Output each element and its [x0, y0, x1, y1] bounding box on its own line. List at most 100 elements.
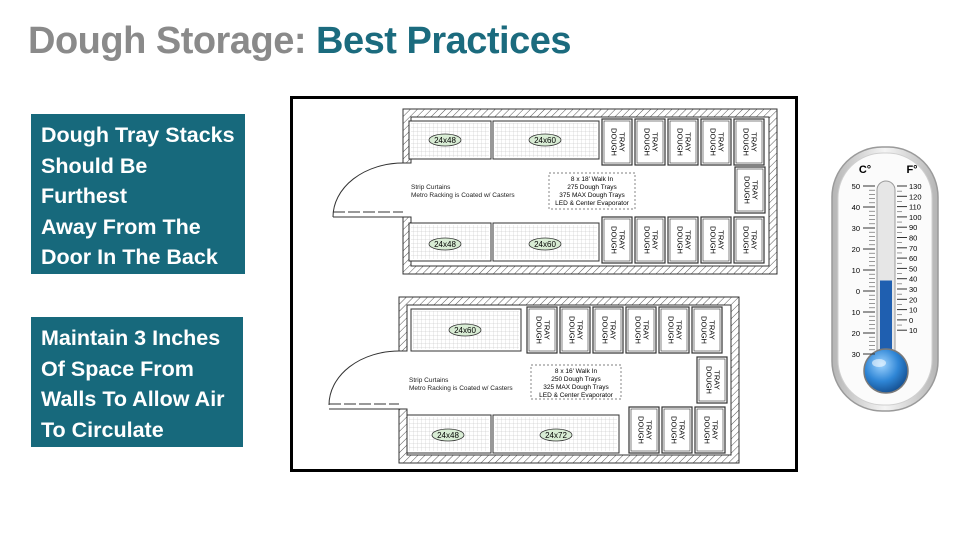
fahrenheit-tick-label: 90 — [909, 223, 917, 232]
title-prefix: Dough Storage: — [28, 20, 317, 62]
tray-label-line2: TRAY — [711, 420, 720, 439]
callout-line: Maintain 3 Inches — [41, 326, 221, 350]
title-highlight: Best Practices — [316, 20, 571, 62]
upper-walls — [402, 108, 778, 275]
tray-label-line1: DOUGH — [643, 128, 652, 156]
callout-line: Away From The — [41, 214, 201, 239]
celsius-tick-label: 20 — [852, 329, 860, 338]
tray-label-line2: TRAY — [678, 420, 687, 439]
rack-size-label: 24x60 — [454, 326, 476, 335]
tray-label-line2: TRAY — [713, 370, 722, 389]
walk-in-floor-plan: 24x48 24x60 24x48 24x60 Strip Curtains M… — [290, 96, 798, 472]
callout-air-spacing: Maintain 3 Inches Of Space From Walls To… — [31, 317, 243, 447]
max-tray-count: 325 MAX Dough Trays — [543, 384, 609, 391]
fahrenheit-tick-label: 60 — [909, 254, 917, 263]
tray-label-line1: DOUGH — [637, 416, 646, 444]
tray-label-line1: DOUGH — [670, 416, 679, 444]
tray-label-line2: TRAY — [717, 230, 726, 249]
tray-label-line1: DOUGH — [676, 128, 685, 156]
tray-label-line2: TRAY — [717, 132, 726, 151]
celsius-tick-label: 20 — [852, 245, 860, 254]
rack-tag — [431, 428, 465, 442]
tray-label-line1: DOUGH — [709, 226, 718, 254]
tray-label-line2: TRAY — [645, 420, 654, 439]
tray-label-line2: TRAY — [576, 320, 585, 339]
callout-line: To Circulate — [41, 417, 164, 442]
rack-tag — [539, 428, 573, 442]
celsius-tick-label: 10 — [852, 308, 860, 317]
racking-note: Metro Racking is Coated w/ Casters — [409, 385, 513, 392]
celsius-tick-label: 10 — [852, 266, 860, 275]
tray-label-line1: DOUGH — [703, 416, 712, 444]
equipment-note: LED & Center Evaporator — [555, 200, 630, 207]
rack-tag — [448, 323, 482, 337]
callout-line: Should Be Furthest — [41, 153, 148, 209]
walk-in-size: 8 x 18' Walk In — [571, 176, 614, 183]
rack-size-label: 24x72 — [545, 431, 567, 440]
fahrenheit-tick-label: 80 — [909, 234, 917, 243]
equipment-note: LED & Center Evaporator — [539, 392, 614, 399]
rack-size-label: 24x60 — [534, 136, 556, 145]
fahrenheit-tick-label: 70 — [909, 244, 917, 253]
tray-label-line2: TRAY — [618, 230, 627, 249]
strip-curtains-label: Strip Curtains — [411, 184, 451, 191]
fahrenheit-tick-label: 20 — [909, 295, 917, 304]
upper-door-swing — [332, 162, 404, 218]
tray-label-line1: DOUGH — [742, 128, 751, 156]
tray-label-line2: TRAY — [642, 320, 651, 339]
walk-in-info-box — [548, 172, 636, 210]
racking-note: Metro Racking is Coated w/ Casters — [411, 192, 515, 199]
fahrenheit-tick-label: 110 — [909, 203, 921, 212]
rack-size-label: 24x48 — [434, 136, 456, 145]
tray-label-line2: TRAY — [750, 230, 759, 249]
tray-label-line2: TRAY — [618, 132, 627, 151]
callout-tray-placement: Dough Tray Stacks Should Be Furthest Awa… — [31, 114, 245, 300]
fahrenheit-label: F° — [906, 164, 917, 176]
tray-label-line2: TRAY — [751, 180, 760, 199]
fahrenheit-tick-label: 120 — [909, 192, 922, 201]
tray-label-line1: DOUGH — [601, 316, 610, 344]
callout-line: Of Your Walk-in — [41, 275, 200, 300]
tray-count: 250 Dough Trays — [551, 376, 601, 383]
rack-tag — [528, 237, 562, 251]
celsius-tick-label: 40 — [852, 203, 860, 212]
tray-label-line2: TRAY — [684, 132, 693, 151]
tray-label-line1: DOUGH — [610, 128, 619, 156]
lower-walk-in: 24x60 24x48 24x72 Strip Curtains Metro R… — [328, 296, 740, 464]
tray-label-line1: DOUGH — [634, 316, 643, 344]
tray-label-line2: TRAY — [750, 132, 759, 151]
tray-label-line2: TRAY — [684, 230, 693, 249]
walk-in-size: 8 x 16' Walk In — [555, 368, 598, 375]
fahrenheit-tick-label: 0 — [909, 316, 913, 325]
walk-in-info-box — [530, 364, 622, 400]
bulb-highlight — [872, 359, 886, 367]
tray-label-line1: DOUGH — [709, 128, 718, 156]
tray-label-line1: DOUGH — [535, 316, 544, 344]
tray-label-line1: DOUGH — [610, 226, 619, 254]
tray-label-line1: DOUGH — [643, 226, 652, 254]
tray-label-line1: DOUGH — [742, 226, 751, 254]
tray-label-line2: TRAY — [651, 230, 660, 249]
